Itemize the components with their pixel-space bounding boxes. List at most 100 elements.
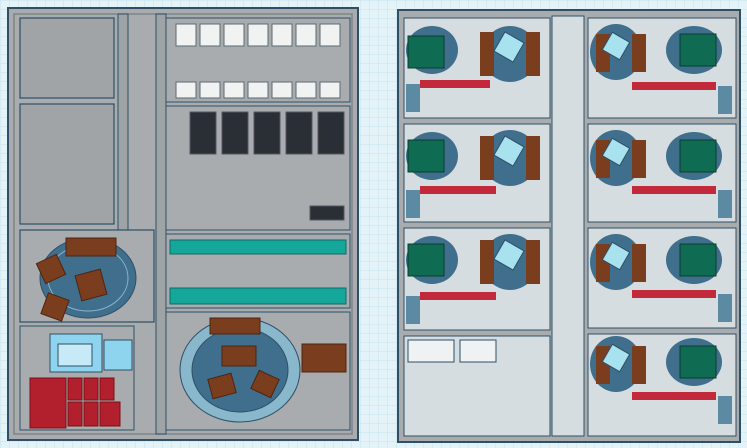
room-top-left-2 — [19, 103, 115, 225]
white-seat-rows — [175, 23, 341, 99]
stage-table — [221, 345, 257, 367]
dorm-sofa — [480, 240, 494, 284]
lounge-sofa — [65, 237, 117, 257]
dorm-table — [493, 239, 525, 271]
dorm-sofa-2 — [632, 346, 646, 384]
black-seat — [221, 111, 249, 155]
dorm-table — [493, 135, 525, 167]
teal-seat-rows — [169, 239, 347, 305]
dorm-chair — [718, 86, 732, 114]
dorm-desk — [420, 80, 490, 88]
dorm-sofa-2 — [526, 32, 540, 76]
white-seat — [271, 81, 293, 99]
dorm-room-right-1 — [587, 17, 737, 119]
white-seat — [223, 81, 245, 99]
stage-chair-1 — [207, 372, 237, 400]
teal-seat-row-1 — [169, 239, 347, 255]
dorm-sofa-2 — [526, 240, 540, 284]
dorm-table — [601, 137, 631, 167]
white-seat — [271, 23, 293, 47]
white-seat — [199, 81, 221, 99]
dorm-bed — [679, 243, 717, 277]
dorm-bed — [407, 243, 445, 277]
red-block-3 — [99, 377, 115, 401]
lounge-room — [19, 229, 155, 323]
dorm-room-right-4 — [587, 333, 737, 437]
dorm-sofa — [480, 136, 494, 180]
left-building — [7, 7, 359, 441]
dorm-table — [601, 241, 631, 271]
dorm-table — [601, 343, 631, 373]
teal-seat-row-2 — [169, 287, 347, 305]
red-block-1 — [67, 377, 83, 401]
dorm-sofa-2 — [526, 136, 540, 180]
dorm-bed — [679, 33, 717, 67]
dorm-desk — [632, 392, 716, 400]
dorm-table — [493, 31, 525, 63]
dorm-desk — [420, 292, 496, 300]
stage-cabinet — [301, 343, 347, 373]
red-block-large — [29, 377, 67, 429]
white-seat — [175, 23, 197, 47]
red-block-4 — [67, 401, 83, 427]
dorm-room-left-3 — [403, 227, 551, 331]
dorm-table — [601, 31, 631, 61]
black-seat — [285, 111, 313, 155]
lounge-armchair-2 — [74, 268, 108, 302]
dorm-desk — [632, 290, 716, 298]
red-block-6 — [99, 401, 121, 427]
stage-chair-2 — [250, 369, 280, 399]
dorm-room-right-2 — [587, 123, 737, 223]
room-top-left-1 — [19, 17, 115, 99]
stage-inner-ring — [191, 327, 289, 413]
dorm-chair — [718, 396, 732, 424]
dorm-desk — [420, 186, 496, 194]
cyan-counter-top — [57, 343, 93, 367]
dorm-sofa-2 — [632, 34, 646, 72]
dorm-chair — [406, 190, 420, 218]
dorm-room-left-2 — [403, 123, 551, 223]
stage-sofa — [209, 317, 261, 335]
cyan-cabinet — [103, 339, 133, 371]
left-outer-wall — [13, 13, 353, 435]
utility-area-left — [403, 335, 551, 437]
black-seat — [317, 111, 345, 155]
dorm-bed — [407, 139, 445, 173]
lounge-armchair-3 — [40, 292, 70, 322]
left-corridor-wall-b — [155, 13, 167, 435]
utility-box-2 — [459, 339, 497, 363]
dorm-sofa-2 — [632, 140, 646, 178]
black-seat-row — [189, 111, 345, 221]
white-seat — [295, 81, 317, 99]
white-seat — [247, 81, 269, 99]
white-seat — [247, 23, 269, 47]
dorm-chair — [406, 84, 420, 112]
white-seat — [175, 81, 197, 99]
dorm-sofa — [480, 32, 494, 76]
lounge-armchair-1 — [35, 253, 67, 285]
dorm-chair — [718, 190, 732, 218]
right-central-corridor — [551, 15, 585, 437]
black-bench — [309, 205, 345, 221]
dorm-sofa-2 — [632, 244, 646, 282]
white-seat — [199, 23, 221, 47]
dorm-desk — [632, 82, 716, 90]
dorm-bed — [679, 139, 717, 173]
dorm-bed — [679, 345, 717, 379]
red-block-5 — [83, 401, 99, 427]
white-seat — [295, 23, 317, 47]
storage-room — [19, 325, 135, 431]
red-block-2 — [83, 377, 99, 401]
white-seat — [319, 23, 341, 47]
black-seat — [189, 111, 217, 155]
stage-room — [165, 311, 351, 431]
black-seat — [253, 111, 281, 155]
dorm-room-left-1 — [403, 17, 551, 119]
dorm-bed — [407, 35, 445, 69]
utility-box-1 — [407, 339, 455, 363]
white-seat — [223, 23, 245, 47]
right-building — [397, 9, 741, 443]
dorm-chair — [406, 296, 420, 324]
dorm-room-right-3 — [587, 227, 737, 329]
